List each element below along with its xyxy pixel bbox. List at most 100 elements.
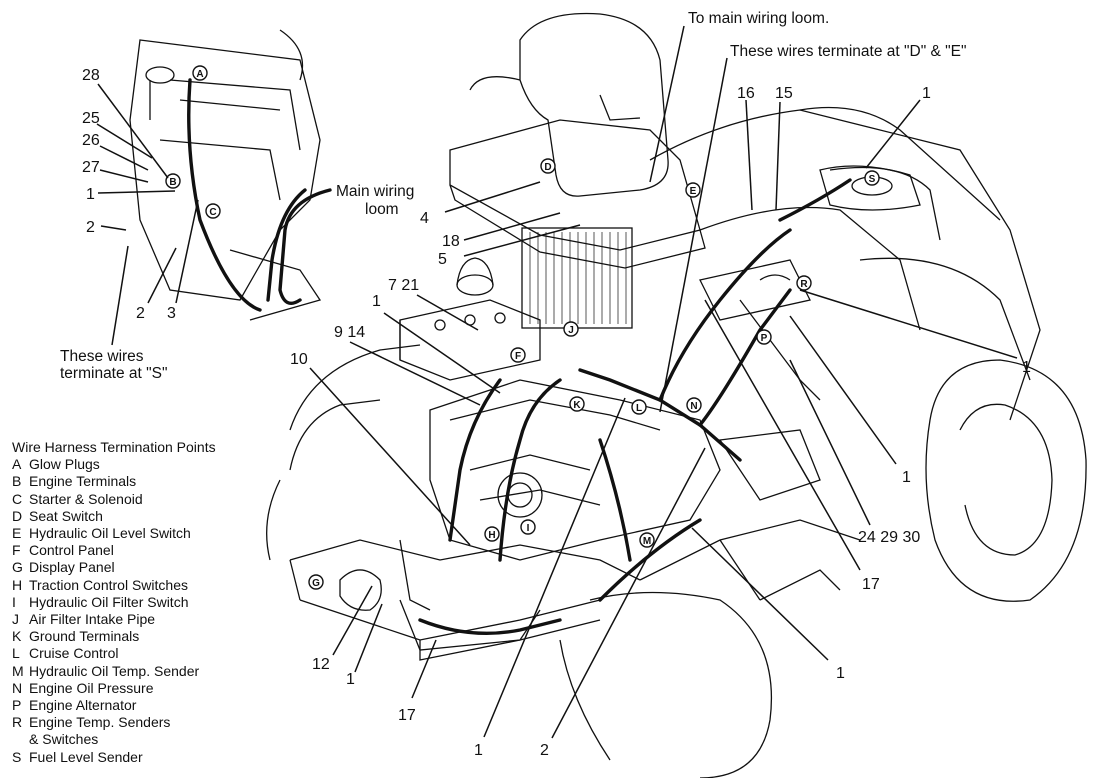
legend-item: J Air Filter Intake Pipe bbox=[12, 611, 216, 628]
legend-label: Engine Terminals bbox=[29, 473, 137, 490]
svg-text:N: N bbox=[690, 401, 697, 412]
legend-title: Wire Harness Termination Points bbox=[12, 439, 216, 455]
svg-text:L: L bbox=[636, 403, 642, 414]
callout-15: 15 bbox=[775, 85, 793, 102]
callout-12: 12 bbox=[312, 656, 330, 673]
legend-item: S Fuel Level Sender bbox=[12, 749, 216, 766]
svg-text:D: D bbox=[544, 162, 551, 173]
svg-text:K: K bbox=[573, 400, 581, 411]
svg-text:M: M bbox=[643, 536, 651, 547]
callout-2-bottom: 2 bbox=[540, 742, 549, 759]
legend-label: Air Filter Intake Pipe bbox=[29, 611, 156, 628]
svg-text:J: J bbox=[568, 325, 574, 336]
marker-f: F bbox=[510, 347, 526, 363]
note-these-wires: These wires bbox=[60, 348, 144, 365]
callout-9-14: 9 14 bbox=[334, 324, 365, 341]
legend-label: Ground Terminals bbox=[29, 628, 140, 645]
callout-7-21: 7 21 bbox=[388, 277, 419, 294]
callout-2-inset: 2 bbox=[136, 305, 145, 322]
legend-key: C bbox=[12, 490, 23, 507]
legend-label: Display Panel bbox=[29, 559, 115, 576]
callout-3: 3 bbox=[167, 305, 176, 322]
legend-label: Seat Switch bbox=[29, 507, 103, 524]
legend-key: G bbox=[12, 559, 23, 576]
callout-1-top-right: 1 bbox=[922, 85, 931, 102]
legend-key: A bbox=[12, 456, 22, 473]
callout-26: 26 bbox=[82, 132, 100, 149]
legend-label: Cruise Control bbox=[29, 645, 119, 662]
svg-text:A: A bbox=[196, 69, 203, 80]
svg-text:I: I bbox=[527, 523, 530, 534]
marker-r: R bbox=[796, 275, 812, 291]
marker-l: L bbox=[631, 399, 647, 415]
legend-key: R bbox=[12, 714, 23, 731]
legend-label: Traction Control Switches bbox=[29, 576, 188, 593]
marker-k: K bbox=[569, 396, 585, 412]
legend-key: B bbox=[12, 473, 22, 490]
termination-markers: A B C D E F G H I J K L M N P R S bbox=[165, 65, 880, 590]
note-terminate-s: terminate at "S" bbox=[60, 365, 168, 382]
legend-key: D bbox=[12, 507, 23, 524]
legend-label: Engine Temp. Senders bbox=[29, 714, 171, 731]
notes: To main wiring loom. These wires termina… bbox=[60, 10, 967, 382]
legend-key: J bbox=[12, 611, 19, 628]
callout-28: 28 bbox=[82, 67, 100, 84]
legend-item: & Switches bbox=[12, 731, 216, 748]
callout-25: 25 bbox=[82, 110, 100, 127]
marker-d: D bbox=[540, 158, 556, 174]
marker-g: G bbox=[308, 574, 324, 590]
legend-item: M Hydraulic Oil Temp. Sender bbox=[12, 663, 216, 680]
svg-text:G: G bbox=[312, 578, 320, 589]
marker-a: A bbox=[192, 65, 208, 81]
svg-text:B: B bbox=[169, 177, 176, 188]
legend-label: Glow Plugs bbox=[29, 456, 100, 473]
leader-lines bbox=[96, 25, 1018, 739]
legend-key: E bbox=[12, 525, 22, 542]
marker-i: I bbox=[520, 519, 536, 535]
legend-key: I bbox=[12, 593, 16, 610]
legend-label: Starter & Solenoid bbox=[29, 490, 143, 507]
legend-key: K bbox=[12, 628, 22, 645]
callout-24-29-30: 24 29 30 bbox=[858, 529, 920, 546]
legend-item: G Display Panel bbox=[12, 559, 216, 576]
termination-legend: Wire Harness Termination Points A Glow Pl… bbox=[12, 439, 216, 766]
marker-j: J bbox=[563, 321, 579, 337]
callout-5: 5 bbox=[438, 251, 447, 268]
marker-e: E bbox=[685, 182, 701, 198]
wire-harness bbox=[187, 78, 852, 636]
marker-p: P bbox=[756, 329, 772, 345]
legend-label: Fuel Level Sender bbox=[29, 748, 143, 765]
legend-item: D Seat Switch bbox=[12, 508, 216, 525]
svg-text:S: S bbox=[869, 174, 876, 185]
callout-16: 16 bbox=[737, 85, 755, 102]
svg-text:C: C bbox=[209, 207, 216, 218]
legend-item: C Starter & Solenoid bbox=[12, 491, 216, 508]
legend-key: M bbox=[12, 662, 24, 679]
note-to-main-loom: To main wiring loom. bbox=[688, 10, 829, 27]
legend-label: Hydraulic Oil Temp. Sender bbox=[29, 662, 200, 679]
callout-10: 10 bbox=[290, 351, 308, 368]
legend-key: H bbox=[12, 576, 23, 593]
legend-item: K Ground Terminals bbox=[12, 628, 216, 645]
legend-label: Hydraulic Oil Filter Switch bbox=[29, 593, 189, 610]
machine-outline bbox=[129, 12, 1087, 779]
callout-1-bottom-left: 1 bbox=[346, 671, 355, 688]
legend-key: S bbox=[12, 748, 22, 765]
legend-key: F bbox=[12, 542, 21, 559]
legend-item: H Traction Control Switches bbox=[12, 577, 216, 594]
callout-1-bottom-right: 1 bbox=[836, 665, 845, 682]
svg-text:R: R bbox=[800, 279, 808, 290]
legend-label: & Switches bbox=[29, 731, 99, 748]
callout-1-bottom: 1 bbox=[474, 742, 483, 759]
note-loom: loom bbox=[365, 201, 399, 218]
marker-c: C bbox=[205, 203, 221, 219]
note-terminate-de: These wires terminate at "D" & "E" bbox=[730, 43, 967, 60]
callout-1-right-lower: 1 bbox=[902, 469, 911, 486]
